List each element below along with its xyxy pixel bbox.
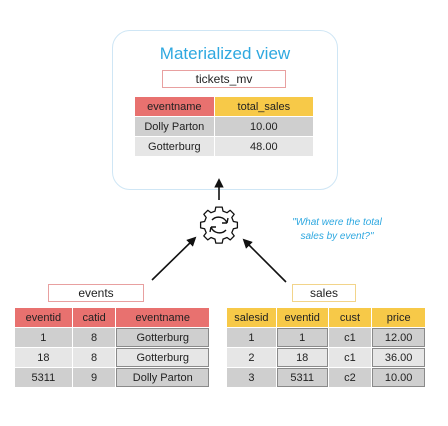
question-line-1: "What were the total xyxy=(292,217,382,228)
sales-cell: c2 xyxy=(327,367,373,388)
mv-cell: Dolly Parton xyxy=(134,116,215,137)
sales-header-price: price xyxy=(371,307,426,328)
mv-header-eventname: eventname xyxy=(134,96,215,117)
events-cell: 1 xyxy=(14,327,73,348)
events-header-catid: catid xyxy=(71,307,117,328)
sales-cell: c1 xyxy=(327,347,373,368)
events-cell: 5311 xyxy=(14,367,73,388)
sales-header-salesid: salesid xyxy=(226,307,277,328)
events-cell: Gotterburg xyxy=(115,347,210,368)
question-line-2: sales by event?" xyxy=(300,231,374,242)
sales-cell: 3 xyxy=(226,367,277,388)
question-text: "What were the total sales by event?" xyxy=(272,216,402,244)
refresh-gear-icon xyxy=(199,206,239,244)
sales-header-cust: cust xyxy=(327,307,373,328)
sales-cell: 36.00 xyxy=(371,347,426,368)
events-cell: Dolly Parton xyxy=(115,367,210,388)
sales-cell: 12.00 xyxy=(371,327,426,348)
sales-cell: 5311 xyxy=(275,367,329,388)
events-cell: 18 xyxy=(14,347,73,368)
events-table: eventid catid eventname 1 8 Gotterburg 1… xyxy=(14,307,210,388)
sales-header-eventid: eventid xyxy=(275,307,329,328)
events-header-eventname: eventname xyxy=(115,307,210,328)
sales-cell: 2 xyxy=(226,347,277,368)
arrow-diagonal-icon xyxy=(151,236,197,281)
sales-table: salesid eventid cust price 1 1 c1 12.00 … xyxy=(226,307,426,388)
sales-cell: c1 xyxy=(327,327,373,348)
mv-cell: Gotterburg xyxy=(134,136,215,157)
events-name-label: events xyxy=(48,284,144,302)
arrow-diagonal-icon xyxy=(242,238,287,283)
sales-cell: 1 xyxy=(275,327,329,348)
mv-cell: 48.00 xyxy=(213,136,315,157)
events-header-eventid: eventid xyxy=(14,307,73,328)
mv-cell: 10.00 xyxy=(213,116,315,137)
mv-title: Materialized view xyxy=(159,44,291,63)
events-cell: Gotterburg xyxy=(115,327,210,348)
sales-cell: 18 xyxy=(275,347,329,368)
mv-name-label: tickets_mv xyxy=(162,70,286,88)
events-cell: 8 xyxy=(71,327,117,348)
events-cell: 8 xyxy=(71,347,117,368)
mv-header-total-sales: total_sales xyxy=(213,96,315,117)
mv-table: eventname total_sales Dolly Parton 10.00… xyxy=(134,96,315,157)
sales-cell: 10.00 xyxy=(371,367,426,388)
sales-name-label: sales xyxy=(292,284,356,302)
events-cell: 9 xyxy=(71,367,117,388)
sales-cell: 1 xyxy=(226,327,277,348)
